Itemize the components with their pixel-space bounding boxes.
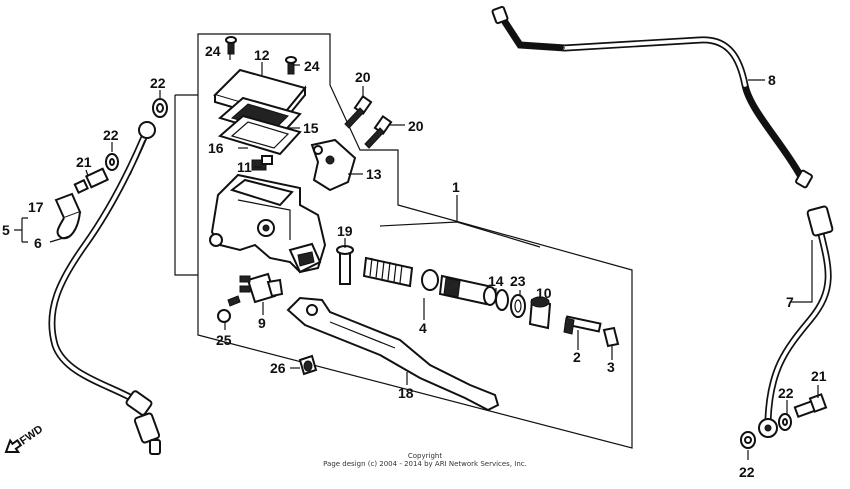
callout-4: 4 bbox=[419, 320, 427, 336]
callout-22-left-upper: 22 bbox=[150, 75, 166, 91]
master-cylinder-body bbox=[209, 173, 327, 274]
callout-18: 18 bbox=[398, 385, 414, 401]
washer-22-right-lower bbox=[740, 431, 756, 449]
washer-22-left-upper bbox=[152, 98, 168, 118]
callout-23: 23 bbox=[510, 273, 526, 289]
callout-9: 9 bbox=[258, 315, 266, 331]
callout-24-right: 24 bbox=[304, 58, 320, 74]
holder-13 bbox=[310, 138, 357, 192]
screw-24-right bbox=[285, 56, 297, 75]
circlip-23 bbox=[510, 294, 526, 318]
callout-3: 3 bbox=[607, 359, 615, 375]
piston bbox=[438, 274, 497, 306]
callout-20-upper: 20 bbox=[355, 69, 371, 85]
clutch-hose-left bbox=[48, 121, 161, 455]
diaphragm bbox=[217, 114, 302, 156]
clutch-hose-upper bbox=[491, 5, 813, 189]
holder-bolt-20-upper bbox=[344, 95, 373, 129]
fwd-label: FWD bbox=[18, 423, 45, 447]
switch-11 bbox=[251, 155, 273, 171]
callout-13: 13 bbox=[366, 166, 382, 182]
callout-1: 1 bbox=[452, 179, 460, 195]
callout-8: 8 bbox=[768, 72, 776, 88]
clutch-hose-lower bbox=[758, 205, 834, 438]
callout-20-lower: 20 bbox=[408, 118, 424, 134]
spring bbox=[362, 256, 414, 288]
callout-22-right-upper: 22 bbox=[778, 385, 794, 401]
boot-10 bbox=[528, 296, 552, 330]
lever-pivot-nut-3 bbox=[602, 326, 620, 348]
washer-22-left-lower bbox=[105, 153, 119, 171]
assembly-boundary bbox=[174, 33, 633, 449]
washer-22-right-upper bbox=[778, 413, 792, 431]
callout-17: 17 bbox=[28, 199, 44, 215]
callout-10: 10 bbox=[536, 285, 552, 301]
callout-11: 11 bbox=[237, 159, 252, 175]
callout-19: 19 bbox=[337, 223, 353, 239]
callout-22-left-lower: 22 bbox=[103, 127, 119, 143]
callout-22-right-lower: 22 bbox=[739, 464, 755, 480]
washer-14 bbox=[495, 289, 509, 311]
clutch-switch-9 bbox=[239, 272, 284, 304]
callout-5: 5 bbox=[2, 222, 10, 238]
callout-21-right: 21 bbox=[811, 368, 827, 384]
holder-bolt-20-lower bbox=[364, 115, 393, 149]
screw-25 bbox=[217, 295, 241, 323]
callout-12: 12 bbox=[254, 47, 270, 63]
footer-copyright: Copyright bbox=[407, 452, 443, 460]
callout-7: 7 bbox=[786, 294, 794, 310]
callout-21-left: 21 bbox=[76, 154, 92, 170]
callout-labels: 1 2 3 4 5 6 7 8 9 10 11 12 13 14 15 16 1… bbox=[2, 43, 827, 480]
callout-26: 26 bbox=[270, 360, 286, 376]
callout-2: 2 bbox=[573, 349, 581, 365]
callout-16: 16 bbox=[208, 140, 224, 156]
pivot-bolt-19 bbox=[336, 245, 354, 285]
piston-cup bbox=[421, 269, 439, 291]
footer-page-design: Page design (c) 2004 - 2014 by ARI Netwo… bbox=[323, 460, 527, 468]
oil-bolt-21-left bbox=[73, 167, 110, 194]
callout-6: 6 bbox=[34, 235, 42, 251]
leader-lines bbox=[14, 50, 819, 460]
screw-24-left bbox=[225, 36, 237, 55]
bolt-cap-17 bbox=[54, 192, 82, 240]
oil-bolt-21-right bbox=[793, 393, 828, 419]
lever-pivot-bolt-2 bbox=[563, 315, 602, 335]
clutch-lever-18 bbox=[286, 296, 500, 412]
nut-26 bbox=[298, 354, 318, 376]
callout-24-left: 24 bbox=[205, 43, 221, 59]
callout-15: 15 bbox=[303, 120, 319, 136]
callout-25: 25 bbox=[216, 332, 232, 348]
callout-14: 14 bbox=[488, 273, 504, 289]
